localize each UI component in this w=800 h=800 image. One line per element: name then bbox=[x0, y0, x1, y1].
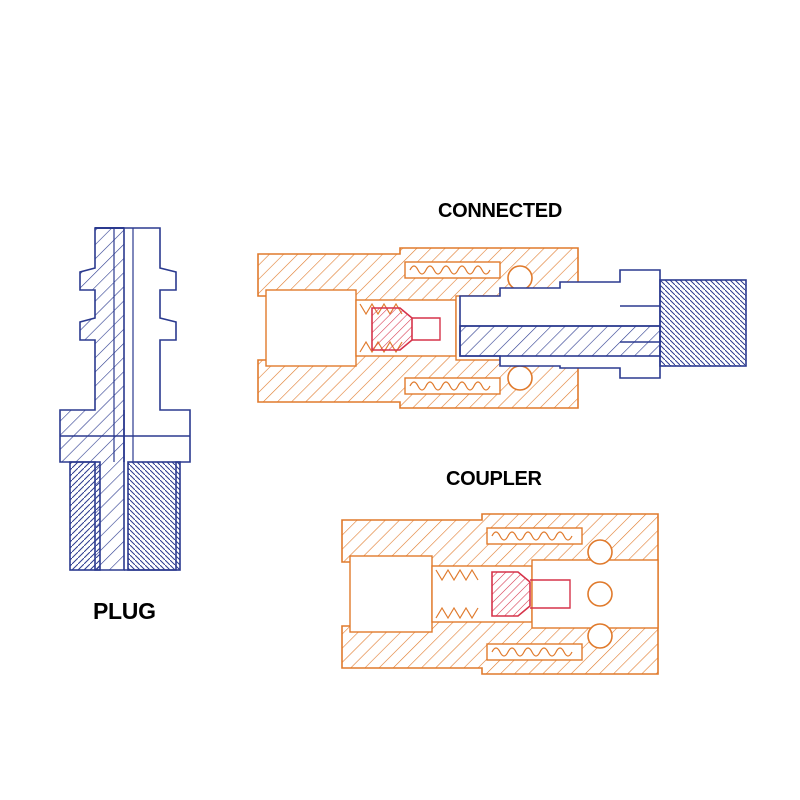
coupler-drawing bbox=[341, 513, 659, 675]
plug-label: PLUG bbox=[93, 598, 156, 624]
coupler-ball-top bbox=[587, 539, 613, 565]
coupler-valve bbox=[491, 571, 531, 617]
connected-plug bbox=[459, 269, 747, 379]
plug-drawing bbox=[59, 227, 191, 571]
connected-ball-bottom bbox=[507, 365, 533, 391]
coupler-ball-bottom bbox=[587, 623, 613, 649]
connected-drawing bbox=[257, 247, 747, 409]
coupler-springs bbox=[435, 531, 573, 657]
connected-valve bbox=[371, 307, 413, 351]
coupler-port bbox=[587, 581, 613, 607]
connected-label: CONNECTED bbox=[438, 200, 562, 222]
plug-section-half bbox=[59, 227, 125, 571]
plug-thread-right bbox=[127, 461, 181, 571]
plug-outline-half bbox=[124, 227, 191, 571]
plug-thread-left bbox=[69, 461, 101, 571]
connected-plug-thread bbox=[659, 279, 747, 367]
connected-ball-top bbox=[507, 265, 533, 291]
coupler-label: COUPLER bbox=[446, 468, 542, 490]
